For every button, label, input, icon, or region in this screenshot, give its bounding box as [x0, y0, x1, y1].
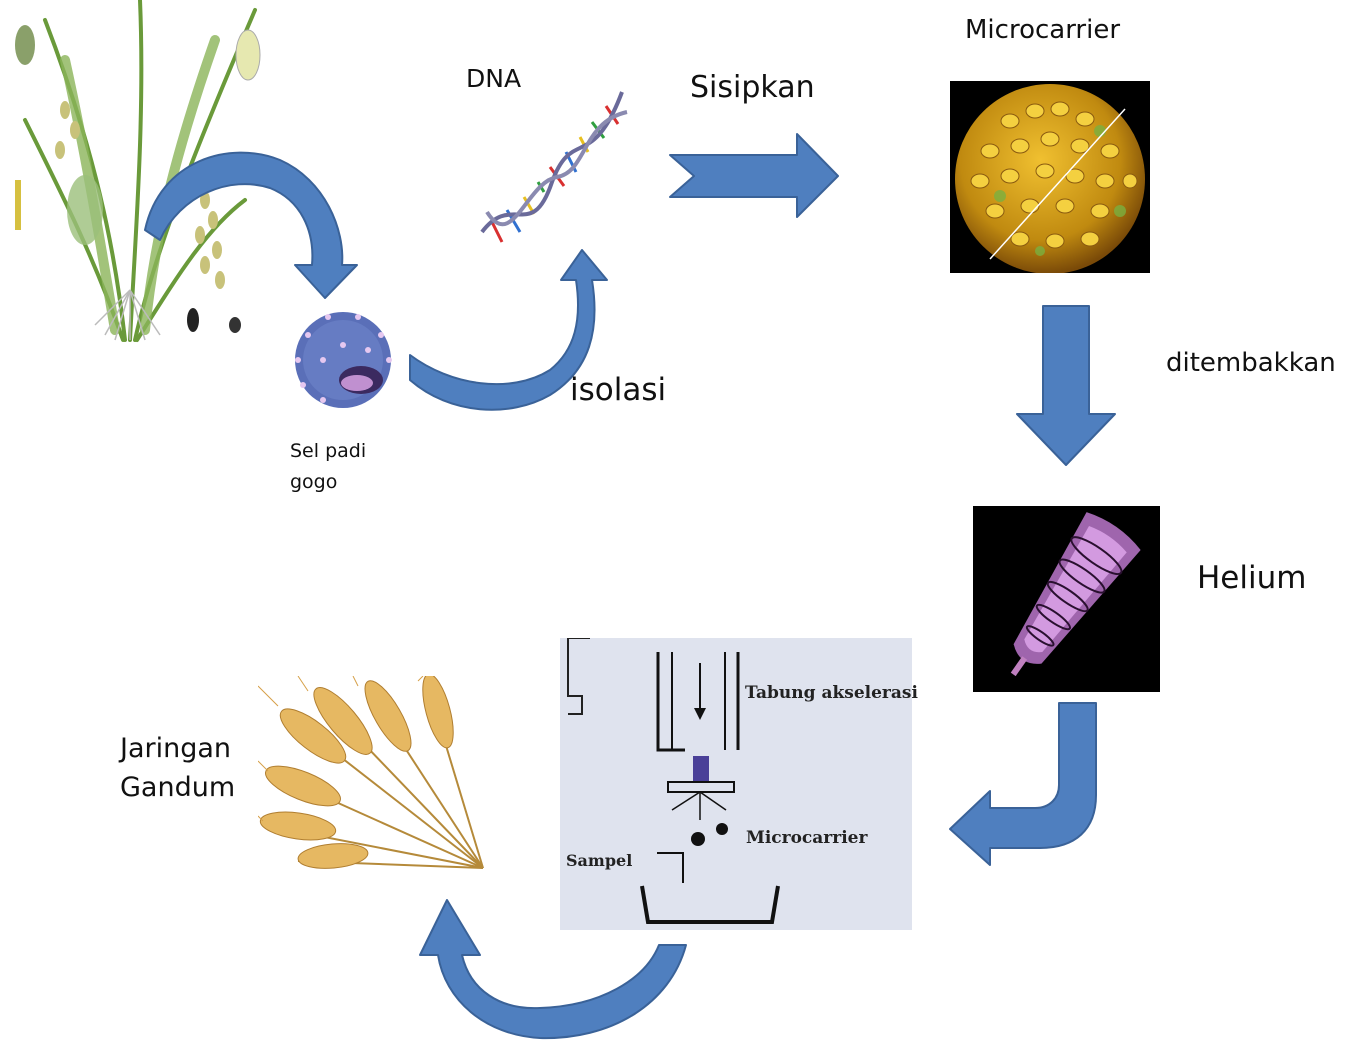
wheat-image — [258, 676, 503, 872]
sample-label: Sampel — [566, 851, 633, 870]
bent-arrow-helium-to-apparatus — [949, 702, 1097, 866]
rice-plant-illustration — [5, 0, 270, 350]
rice-cell-label-line1: Sel padi — [290, 440, 367, 462]
insert-label: Sisipkan — [690, 70, 815, 105]
right-arrow-insert — [669, 133, 839, 218]
rice-cell-image — [283, 305, 403, 410]
shot-label: ditembakkan — [1166, 348, 1336, 378]
rice-cell-label-line2: gogo — [290, 471, 338, 493]
down-arrow-shoot — [1016, 305, 1116, 466]
gene-gun-apparatus-image: Tabung akselerasi Microcarrier Sampel — [560, 638, 918, 930]
apparatus-microcarrier-label: Microcarrier — [746, 828, 868, 848]
wheat-tissue-label-line2: Gandum — [120, 772, 236, 803]
dna-helix-image — [472, 82, 632, 252]
microcarrier-label: Microcarrier — [965, 15, 1121, 45]
helium-tube-image — [973, 506, 1160, 692]
tube-label: Tabung akselerasi — [745, 683, 918, 703]
dna-label: DNA — [466, 64, 522, 93]
microcarrier-image — [950, 81, 1150, 273]
wheat-tissue-label-line1: Jaringan — [120, 733, 232, 764]
helium-label: Helium — [1197, 560, 1307, 596]
isolation-label: isolasi — [570, 372, 667, 408]
